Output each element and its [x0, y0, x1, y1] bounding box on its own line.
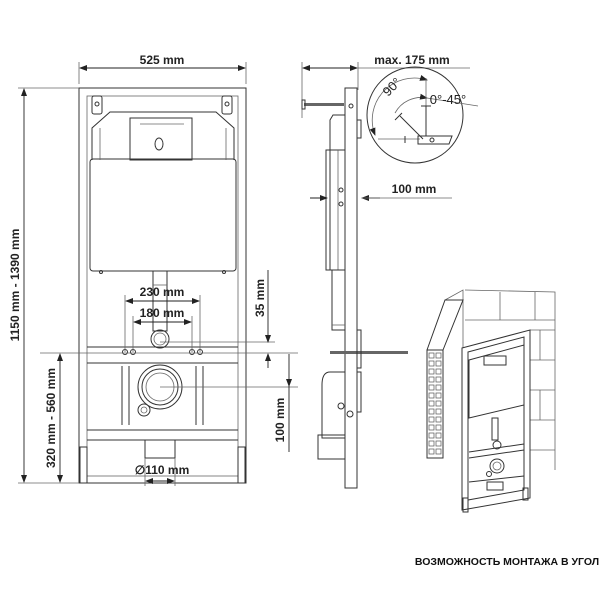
crossbar [87, 346, 238, 364]
angle-range-label: 0°-45° [430, 92, 466, 107]
outlet-height-label: 320 mm - 560 mm [44, 368, 58, 468]
width-label: 525 mm [140, 53, 185, 67]
angle-90-label: 90° [380, 75, 405, 100]
max-depth-dimension: max. 175 mm [301, 53, 470, 118]
inlet-offset-label: 35 mm [253, 279, 267, 317]
height-range-dimension: 1150 mm - 1390 mm [8, 87, 79, 484]
drain-diameter-dimension: ∅110 mm [135, 458, 190, 486]
outlet-height-dimension: 320 mm - 560 mm [44, 353, 63, 483]
bolt-spacing-dimensions: 230 mm 180 mm [124, 285, 201, 352]
height-range-label: 1150 mm - 1390 mm [8, 229, 22, 342]
inlet-offset-dimension: 35 mm [253, 270, 271, 368]
brick-column [426, 299, 464, 459]
angle-detail: 90° 0°-45° [366, 66, 479, 164]
bolt-outer-spacing-label: 230 mm [140, 285, 185, 299]
bolt-inner-spacing-label: 180 mm [140, 306, 185, 320]
corner-view: ВОЗМОЖНОСТЬ МОНТАЖА В УГОЛ [415, 289, 599, 568]
drain-offset-label: 100 mm [273, 398, 287, 443]
max-depth-label: max. 175 mm [374, 53, 449, 67]
width-dimension: 525 mm [78, 53, 247, 84]
side-view: max. 175 mm 100 mm [301, 53, 479, 489]
corner-frame [461, 329, 531, 513]
drain-offset-dimension: 100 mm [273, 354, 292, 452]
drain-module [79, 364, 246, 484]
frame-depth-dimension: 100 mm [310, 182, 452, 201]
drain-diameter-label: ∅110 mm [135, 463, 190, 477]
corner-installation-caption: ВОЗМОЖНОСТЬ МОНТАЖА В УГОЛ [415, 556, 599, 568]
front-view: 525 mm [8, 53, 298, 486]
frame-depth-label: 100 mm [392, 182, 437, 196]
cistern [89, 111, 237, 274]
